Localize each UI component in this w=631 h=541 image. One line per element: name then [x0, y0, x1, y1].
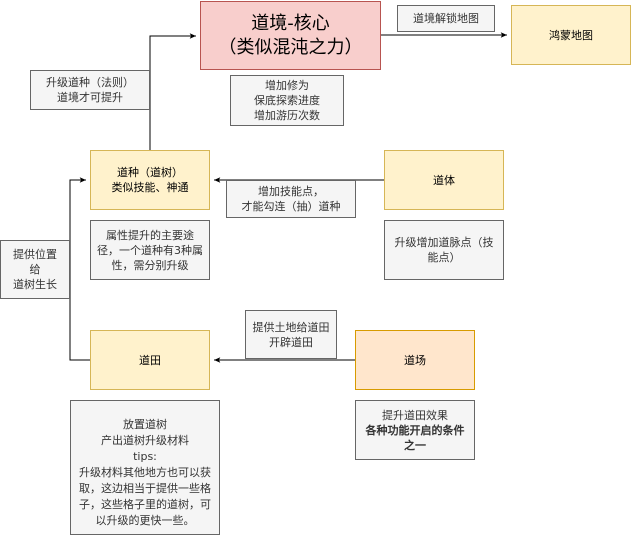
- core-subtitle: （类似混沌之力）: [218, 36, 363, 58]
- seed-note: 属性提升的主要途 径，一个道种有3种属 性，需分别升级: [90, 220, 210, 280]
- edge-label-text: 给: [29, 263, 41, 276]
- seed-subtitle: 类似技能、神通: [111, 181, 189, 194]
- arena-label: 道场: [404, 353, 426, 367]
- field-note-line: tips:: [133, 450, 157, 463]
- edge-label-grow-position: 提供位置 给 道树生长: [0, 240, 70, 299]
- seed-note-line: 属性提升的主要途: [106, 228, 194, 242]
- edge-label-text: 提供土地给道田: [252, 320, 330, 334]
- field-note-line: 子，这些格子里的道树，可: [79, 498, 211, 511]
- edge-label-land: 提供土地给道田 开辟道田: [245, 310, 337, 359]
- core-note: 增加修为 保底探索进度 增加游历次数: [230, 75, 344, 126]
- edge-field-to-seed: [69, 177, 90, 361]
- core-note-line: 保底探索进度: [254, 94, 320, 107]
- edge-seed-to-core: [149, 33, 196, 150]
- edge-label-text: 提供位置: [13, 248, 57, 261]
- field-note-line: 放置道树: [123, 418, 167, 431]
- arena-note: 提升道田效果 各种功能开启的条件 之一: [355, 400, 475, 460]
- body-label: 道体: [433, 173, 455, 187]
- field-note-line: 以升级的更快一些。: [95, 514, 195, 527]
- field-node: 道田: [90, 330, 210, 390]
- core-title: 道境-核心: [251, 12, 330, 34]
- edge-label-skill-points: 增加技能点， 才能勾连（抽）道种: [226, 180, 356, 218]
- edge-label-text: 增加技能点，: [258, 185, 324, 198]
- map-node: 鸿蒙地图: [511, 5, 631, 65]
- seed-note-line: 径，一个道种有3种属: [97, 243, 203, 257]
- arena-note-line-emphasis: 之一: [404, 438, 426, 452]
- arena-note-line: 提升道田效果: [382, 408, 448, 422]
- seed-node: 道种（道树） 类似技能、神通: [90, 150, 210, 210]
- body-note: 升级增加道脉点（技 能点）: [384, 220, 504, 280]
- edge-label-text: 开辟道田: [269, 335, 313, 349]
- seed-title: 道种（道树）: [117, 166, 183, 179]
- body-note-line: 升级增加道脉点（技: [394, 236, 494, 249]
- field-note-line: 产出道树升级材料: [101, 434, 189, 447]
- arena-node: 道场: [355, 330, 475, 390]
- field-label: 道田: [139, 353, 161, 367]
- seed-note-line: 性，需分别升级: [111, 258, 189, 272]
- edge-label-text: 才能勾连（抽）道种: [241, 200, 341, 213]
- core-note-line: 增加游历次数: [254, 109, 320, 122]
- field-note-line: 取，这边相当于提供一些格: [79, 482, 211, 495]
- field-note: 放置道树 产出道树升级材料 tips: 升级材料其他地方也可以获 取，这边相当于…: [70, 400, 220, 535]
- edge-label-text: 道树生长: [13, 278, 57, 291]
- field-note-line: 升级材料其他地方也可以获: [79, 466, 211, 479]
- core-node: 道境-核心 （类似混沌之力）: [200, 1, 381, 70]
- body-node: 道体: [384, 150, 504, 210]
- edge-label-text: 道境解锁地图: [413, 12, 479, 25]
- core-note-line: 增加修为: [265, 79, 309, 92]
- map-label: 鸿蒙地图: [549, 28, 593, 42]
- edge-label-upgrade-seed: 升级道种（法则） 道境才可提升: [30, 70, 150, 110]
- edge-label-text: 道境才可提升: [57, 91, 123, 104]
- edge-label-unlock-map: 道境解锁地图: [397, 5, 495, 32]
- arena-note-line-emphasis: 各种功能开启的条件: [365, 423, 465, 437]
- edge-label-text: 升级道种（法则）: [46, 76, 134, 89]
- body-note-line: 能点）: [427, 251, 461, 264]
